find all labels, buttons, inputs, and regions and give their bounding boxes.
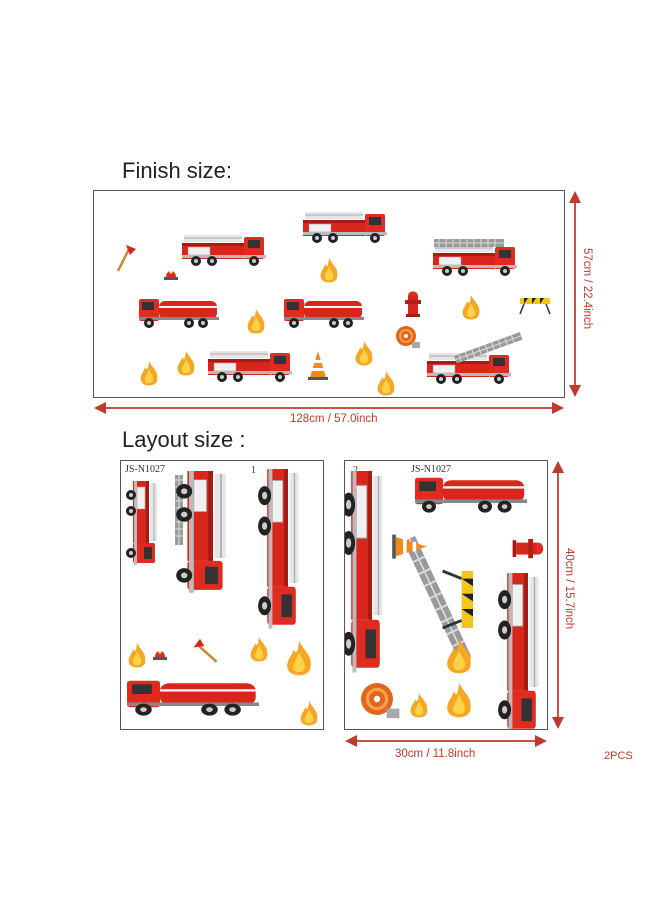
ladder-truck-icon [432, 244, 518, 277]
sheet-2: 2 JS-N1027 [344, 460, 548, 730]
flame-icon [250, 637, 268, 662]
finish-height-label: 57cm / 22.4inch [581, 248, 593, 330]
flame-icon [377, 371, 395, 396]
layout-width-label: 30cm / 11.8inch [395, 748, 476, 760]
fire-truck-icon [181, 234, 267, 267]
flame-icon [462, 295, 480, 320]
quantity-label: 2PCS [604, 750, 633, 762]
sheet-1-artwork [125, 468, 318, 726]
fire-truck-icon [497, 572, 540, 729]
flame-icon [355, 341, 373, 366]
tanker-truck-icon [139, 299, 219, 328]
tanker-truck-icon [284, 299, 364, 328]
fire-truck-icon [175, 470, 227, 594]
fire-hydrant-icon [405, 291, 421, 317]
siren-light-icon [164, 270, 178, 280]
layout-size-heading: Layout size : [122, 427, 246, 452]
tanker-truck-icon [127, 680, 259, 716]
sheet-1-code: JS-N1027 [125, 464, 166, 475]
sheet-2-number: 2 [353, 465, 358, 476]
siren-light-icon [153, 650, 167, 660]
hose-reel-icon [359, 681, 401, 720]
flame-icon [140, 361, 158, 386]
tanker-truck-icon [415, 477, 527, 513]
flame-icon [247, 309, 265, 334]
traffic-cone-icon [308, 351, 328, 380]
fire-truck-icon [302, 211, 388, 244]
sheet-1: JS-N1027 1 [120, 460, 324, 730]
axe-icon [116, 243, 138, 273]
ladder-truck-icon [345, 469, 384, 674]
finish-height-arrow [569, 191, 581, 397]
ladder-icon [433, 238, 505, 248]
axe-icon [190, 636, 223, 664]
ladder-truck-icon [125, 480, 158, 566]
ladder-icon [453, 331, 524, 365]
finish-width-label: 128cm / 57.0inch [290, 413, 378, 425]
flame-icon [177, 351, 195, 376]
flame-icon [410, 693, 428, 718]
hose-reel-icon [395, 325, 421, 349]
finish-artwork [116, 211, 551, 396]
finish-size-preview [93, 190, 565, 398]
road-barrier-icon [519, 297, 551, 315]
fire-truck-icon [257, 468, 300, 630]
finish-size-heading: Finish size: [122, 158, 233, 183]
flame-icon [300, 701, 318, 726]
flame-icon [128, 643, 146, 668]
finish-width-arrow [94, 402, 564, 414]
sheet-2-artwork [345, 469, 544, 729]
fire-hydrant-icon [512, 539, 544, 559]
flame-icon [447, 683, 471, 718]
layout-width-arrow [345, 735, 547, 747]
flame-icon [320, 258, 338, 283]
flame-icon [447, 639, 471, 674]
fire-truck-icon [207, 350, 293, 383]
flame-icon [287, 641, 311, 676]
layout-height-arrow [552, 461, 564, 729]
sheet-1-number: 1 [251, 465, 256, 476]
sheet-2-code: JS-N1027 [411, 464, 452, 475]
layout-height-label: 40cm / 15.7inch [563, 548, 575, 630]
